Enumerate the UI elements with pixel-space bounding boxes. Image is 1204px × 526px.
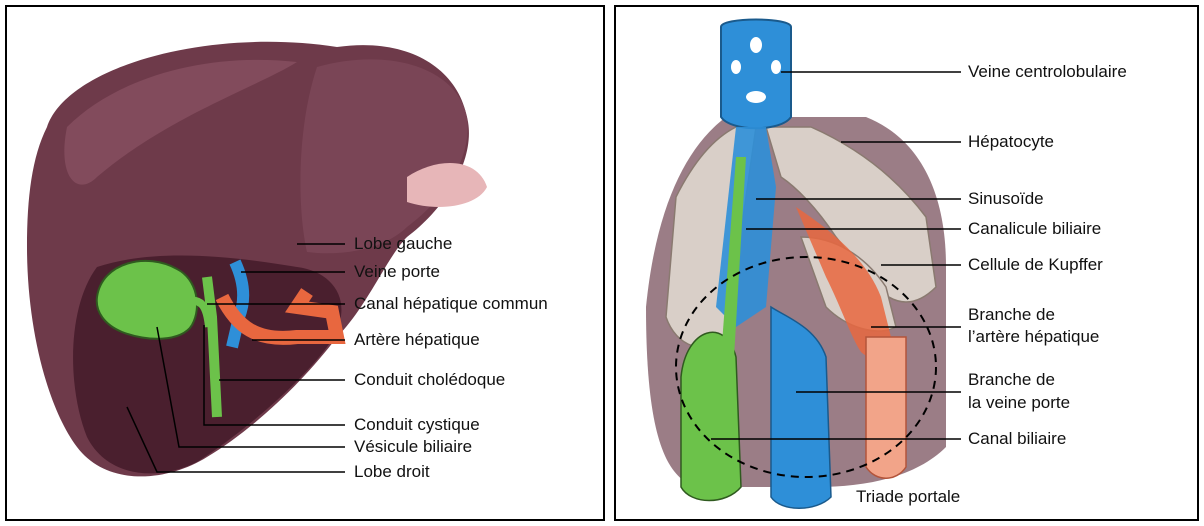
liver-illustration [7, 7, 603, 519]
label-artere-hepatique: Artère hépatique [354, 330, 480, 350]
lobe-gauche-shape [300, 59, 467, 253]
label-conduit-choledoque: Conduit cholédoque [354, 370, 505, 390]
label-conduit-cystique: Conduit cystique [354, 415, 480, 435]
label-sinusoide: Sinusoïde [968, 189, 1044, 209]
label-kupffer: Cellule de Kupffer [968, 255, 1103, 275]
label-canal-biliaire: Canal biliaire [968, 429, 1066, 449]
label-lobe-gauche: Lobe gauche [354, 234, 452, 254]
label-branche-artere-2: l’artère hépatique [968, 327, 1099, 347]
central-vein-shape [721, 20, 791, 129]
label-hepatocyte: Hépatocyte [968, 132, 1054, 152]
label-branche-artere-1: Branche de [968, 305, 1055, 325]
liver-panel: Lobe gauche Veine porte Canal hépatique … [5, 5, 605, 521]
label-triade-portale: Triade portale [856, 487, 960, 507]
label-lobe-droit: Lobe droit [354, 462, 430, 482]
label-vesicule-biliaire: Vésicule biliaire [354, 437, 472, 457]
label-canal-hepatique: Canal hépatique commun [354, 294, 548, 314]
label-veine-centrolobulaire: Veine centrolobulaire [968, 62, 1127, 82]
label-branche-veine-2: la veine porte [968, 393, 1070, 413]
artery-vessel [866, 337, 906, 478]
label-veine-porte: Veine porte [354, 262, 440, 282]
lobule-illustration [616, 7, 1197, 519]
lobule-panel: Veine centrolobulaire Hépatocyte Sinusoï… [614, 5, 1199, 521]
label-canalicule: Canalicule biliaire [968, 219, 1101, 239]
label-branche-veine-1: Branche de [968, 370, 1055, 390]
gallbladder-shape [97, 261, 197, 339]
